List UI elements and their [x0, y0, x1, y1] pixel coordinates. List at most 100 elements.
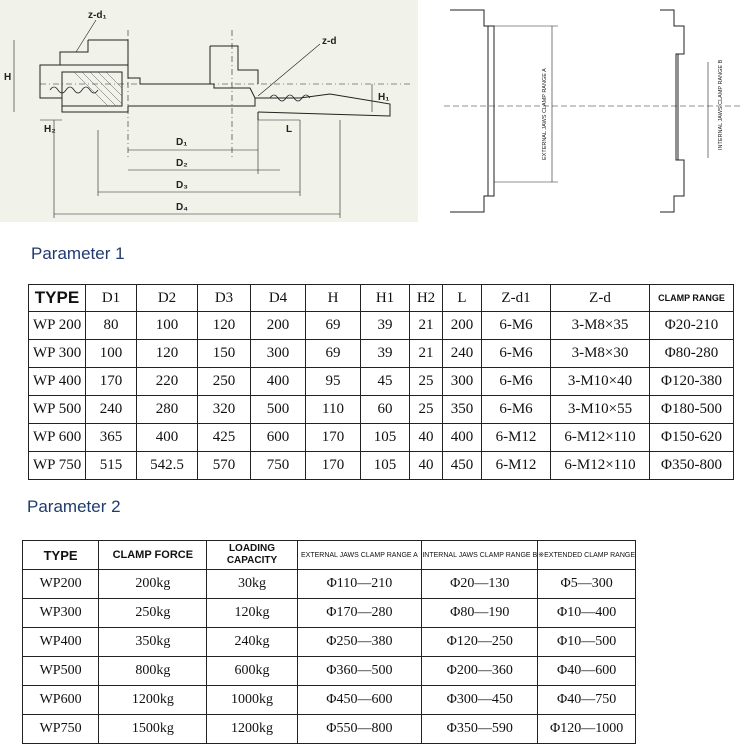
external-range-label: EXTERNAL JAWS CLAMP RANGE A [542, 68, 548, 160]
table-cell: Φ250—380 [296, 627, 423, 657]
table-cell: Φ80-280 [649, 339, 734, 368]
table-cell: 170 [85, 367, 137, 396]
table-cell: 6-M6 [481, 367, 551, 396]
table-cell: 80 [85, 311, 137, 340]
table-cell: 200 [250, 311, 306, 340]
jaw-side-views: EXTERNAL JAWS CLAMP RANGE A INTERNAL JAW… [440, 0, 750, 222]
table-cell: 25 [409, 367, 443, 396]
header-extended-range: ※EXTENDED CLAMP RANGE [537, 540, 636, 570]
table-row: WP 500 240 280 320 500 110 60 25 350 6-M… [28, 395, 734, 424]
table-cell: 200kg [98, 569, 208, 599]
table-cell: WP300 [21, 598, 100, 628]
table-cell: WP 750 [28, 451, 86, 480]
table-cell: WP 200 [28, 311, 86, 340]
table-cell: 6-M6 [481, 339, 551, 368]
table-cell: 120kg [206, 598, 298, 628]
cross-section-svg: z-d₁ z-d H H₁ H₂ L D₁ D₂ D₃ D₄ [4, 10, 410, 218]
header-d2: D2 [136, 284, 198, 312]
header-h2: H2 [409, 284, 443, 312]
table-cell: Φ80—190 [421, 598, 539, 628]
table-cell: 240kg [206, 627, 298, 657]
table-row: WP 600 365 400 425 600 170 105 40 400 6-… [28, 423, 734, 452]
table-cell: 6-M6 [481, 311, 551, 340]
label-d1: D₁ [176, 137, 187, 148]
table-row: WP300 250kg 120kg Φ170—280 Φ80—190 Φ10—4… [21, 598, 636, 628]
table-cell: 170 [305, 451, 361, 480]
table-cell: WP400 [21, 627, 100, 657]
table-cell: 240 [85, 395, 137, 424]
table-cell: 570 [197, 451, 251, 480]
table-cell: WP 500 [28, 395, 86, 424]
header-l: L [442, 284, 482, 312]
header-d3: D3 [197, 284, 251, 312]
header-d1: D1 [85, 284, 137, 312]
table-row: WP 400 170 220 250 400 95 45 25 300 6-M6… [28, 367, 734, 396]
table-cell: 21 [409, 311, 443, 340]
table-cell: 750 [250, 451, 306, 480]
table-cell: Φ120—1000 [537, 714, 636, 744]
table-cell: 95 [305, 367, 361, 396]
table-cell: 350kg [98, 627, 208, 657]
table-cell: Φ120-380 [649, 367, 734, 396]
label-zd1: z-d₁ [88, 10, 107, 21]
table-cell: Φ110—210 [296, 569, 423, 599]
header-internal-range: INTERNAL JAWS CLAMP RANGE B [421, 540, 539, 570]
header-loading-capacity: LOADING CAPACITY [206, 540, 298, 570]
table-cell: 39 [360, 311, 410, 340]
parameter1-table: TYPE D1 D2 D3 D4 H H1 H2 L Z-d1 Z-d CLAM… [28, 284, 734, 480]
table-row: WP600 1200kg 1000kg Φ450—600 Φ300—450 Φ4… [21, 685, 636, 715]
label-h2: H₂ [44, 124, 56, 135]
table-cell: 3-M8×30 [550, 339, 650, 368]
table-row: WP 750 515 542.5 570 750 170 105 40 450 … [28, 451, 734, 480]
table-cell: WP 600 [28, 423, 86, 452]
table-cell: 250kg [98, 598, 208, 628]
table-cell: 100 [136, 311, 198, 340]
table-cell: 150 [197, 339, 251, 368]
table-cell: 120 [197, 311, 251, 340]
header-h1: H1 [360, 284, 410, 312]
table-cell: 1500kg [98, 714, 208, 744]
header-zd1: Z-d1 [481, 284, 551, 312]
table-cell: Φ200—360 [421, 656, 539, 686]
side-views-svg: EXTERNAL JAWS CLAMP RANGE A INTERNAL JAW… [444, 9, 740, 213]
table-cell: 425 [197, 423, 251, 452]
header-h: H [305, 284, 361, 312]
table-row: WP 200 80 100 120 200 69 39 21 200 6-M6 … [28, 311, 734, 340]
header-type: TYPE [21, 540, 100, 570]
table-cell: 300 [442, 367, 482, 396]
table-cell: 1200kg [206, 714, 298, 744]
table-row: WP750 1500kg 1200kg Φ550—800 Φ350—590 Φ1… [21, 714, 636, 744]
table-cell: Φ20—130 [421, 569, 539, 599]
table-cell: WP750 [21, 714, 100, 744]
table-cell: Φ170—280 [296, 598, 423, 628]
header-zd: Z-d [550, 284, 650, 312]
table-cell: Φ350—590 [421, 714, 539, 744]
parameter1-title: Parameter 1 [31, 244, 125, 263]
table-header-row: TYPE D1 D2 D3 D4 H H1 H2 L Z-d1 Z-d CLAM… [28, 284, 734, 312]
header-clamp-range: CLAMP RANGE [649, 284, 734, 312]
table-row: WP400 350kg 240kg Φ250—380 Φ120—250 Φ10—… [21, 627, 636, 657]
table-cell: 542.5 [136, 451, 198, 480]
table-cell: 6-M12×110 [550, 423, 650, 452]
table-cell: WP200 [21, 569, 100, 599]
table-cell: 220 [136, 367, 198, 396]
label-l: L [286, 124, 292, 135]
label-d2: D₂ [176, 158, 188, 169]
table-cell: Φ150-620 [649, 423, 734, 452]
table-cell: 1200kg [98, 685, 208, 715]
table-cell: 400 [442, 423, 482, 452]
table-cell: WP500 [21, 656, 100, 686]
table-cell: 40 [409, 423, 443, 452]
table-cell: 3-M8×35 [550, 311, 650, 340]
label-h1: H₁ [378, 92, 389, 103]
table-cell: Φ300—450 [421, 685, 539, 715]
table-cell: 200 [442, 311, 482, 340]
table-cell: Φ40—750 [537, 685, 636, 715]
table-cell: WP 400 [28, 367, 86, 396]
table-cell: 800kg [98, 656, 208, 686]
table-cell: Φ360—500 [296, 656, 423, 686]
table-row: WP 300 100 120 150 300 69 39 21 240 6-M6… [28, 339, 734, 368]
table-cell: 25 [409, 395, 443, 424]
table-header-row: TYPE CLAMP FORCE LOADING CAPACITY EXTERN… [21, 540, 636, 570]
table-cell: Φ350-800 [649, 451, 734, 480]
